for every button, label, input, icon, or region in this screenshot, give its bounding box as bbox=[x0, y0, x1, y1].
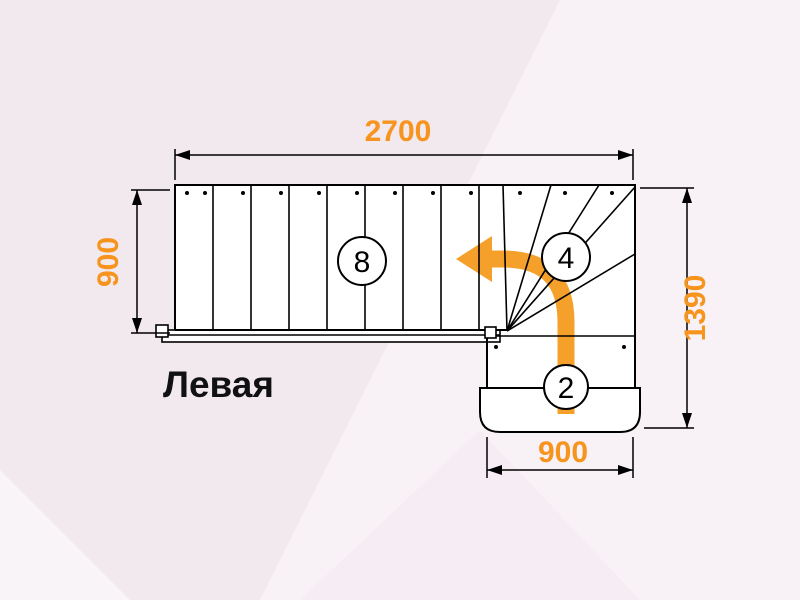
stair-name-label: Левая bbox=[163, 364, 274, 405]
winder-badge-circle bbox=[541, 232, 591, 282]
bullnose-step-outline bbox=[479, 387, 641, 433]
winder-line bbox=[502, 184, 508, 332]
stringer-body bbox=[162, 330, 500, 342]
dimension-bottom: 900 bbox=[486, 436, 634, 478]
stringer-end-plate-left bbox=[155, 324, 169, 338]
lower-flight-count: 2 bbox=[558, 372, 575, 405]
dimension-left: 900 bbox=[92, 189, 170, 334]
dim-arrowhead-top bbox=[132, 190, 142, 205]
stringer-beam bbox=[155, 324, 501, 343]
dim-bottom-label: 900 bbox=[538, 436, 588, 469]
background-polygon-bottom-left bbox=[0, 470, 130, 600]
straight-flight-count: 8 bbox=[354, 246, 371, 279]
dimension-right: 1390 bbox=[640, 187, 712, 429]
step-count-badges: 8 4 2 bbox=[337, 232, 591, 410]
direction-arrow-head bbox=[456, 236, 492, 282]
tread-fastener-dots bbox=[185, 191, 626, 349]
dimension-top: 2700 bbox=[174, 115, 634, 180]
background-polygon-bottom-center bbox=[300, 430, 640, 600]
dim-left-label: 900 bbox=[92, 237, 125, 287]
lower-flight-badge-circle bbox=[543, 364, 589, 410]
flight-outer-edge bbox=[174, 184, 636, 388]
dim-arrowhead-left bbox=[175, 150, 190, 160]
dim-right-label: 1390 bbox=[679, 275, 712, 342]
stringer-end-plate-right bbox=[484, 326, 497, 339]
dim-arrowhead-right bbox=[618, 465, 633, 475]
winder-count: 4 bbox=[558, 242, 575, 275]
dim-arrowhead-bottom bbox=[132, 318, 142, 333]
winder-line bbox=[506, 253, 636, 332]
dim-arrowhead-right bbox=[618, 150, 633, 160]
dim-top-label: 2700 bbox=[365, 115, 432, 148]
dim-arrowhead-bottom bbox=[682, 413, 692, 428]
straight-flight-badge-circle bbox=[337, 236, 387, 286]
winder-line bbox=[506, 184, 552, 332]
dim-arrowhead-left bbox=[487, 465, 502, 475]
dim-arrowhead-top bbox=[682, 188, 692, 203]
